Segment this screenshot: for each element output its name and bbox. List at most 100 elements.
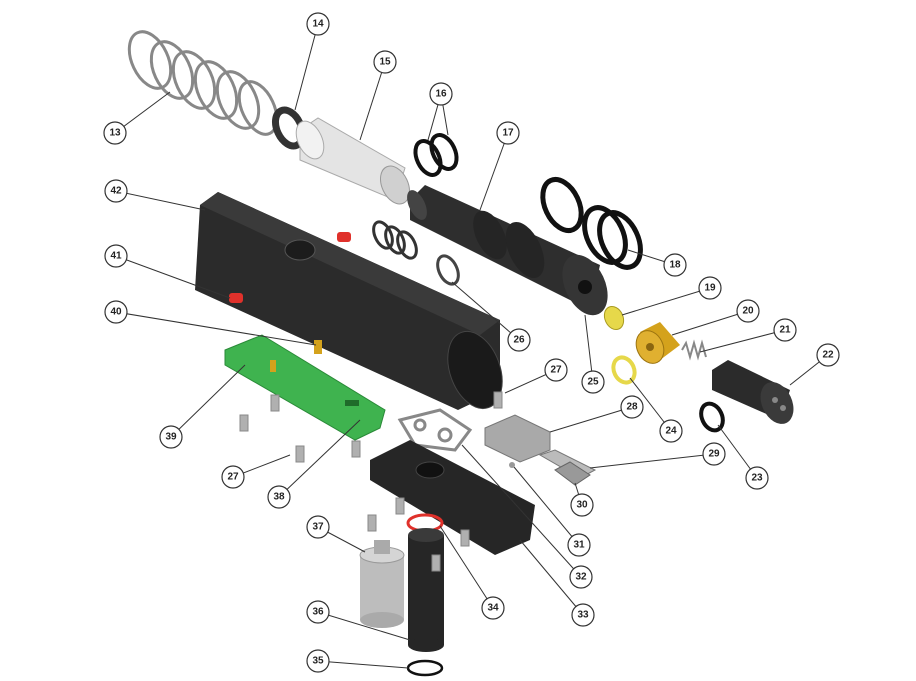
callout-circle xyxy=(571,603,595,627)
callout-39: 39 xyxy=(159,425,183,449)
callout-label: 13 xyxy=(109,128,121,139)
callout-label: 27 xyxy=(227,472,239,483)
leader-line xyxy=(439,525,494,609)
leader-line xyxy=(671,310,749,336)
leader-line xyxy=(278,419,361,498)
leader-line xyxy=(115,311,317,346)
callout-24: 24 xyxy=(659,419,683,443)
leader-line xyxy=(519,539,584,616)
callout-circle xyxy=(481,596,505,620)
callout-40: 40 xyxy=(104,300,128,324)
callout-label: 34 xyxy=(487,603,499,614)
part-lever-30 xyxy=(554,461,591,486)
callout-label: 28 xyxy=(626,402,638,413)
callout-label: 39 xyxy=(165,432,177,443)
callout-label: 24 xyxy=(665,426,677,437)
callout-label: 14 xyxy=(312,19,324,30)
callout-41: 41 xyxy=(104,244,128,268)
part-oring-35 xyxy=(406,659,444,677)
callout-15: 15 xyxy=(373,50,397,74)
callout-23: 23 xyxy=(745,466,769,490)
callout-circle xyxy=(659,419,683,443)
callout-13: 13 xyxy=(103,121,127,145)
callout-circle xyxy=(306,600,330,624)
callout-circle xyxy=(569,565,593,589)
leader-line xyxy=(359,61,386,141)
callout-label: 35 xyxy=(312,656,324,667)
callout-25: 25 xyxy=(581,370,605,394)
callout-27: 27 xyxy=(544,358,568,382)
callout-circle xyxy=(698,276,722,300)
part-orings-16 xyxy=(413,133,459,177)
callout-circle xyxy=(267,485,291,509)
callout-circle xyxy=(306,12,330,36)
callouts: 1314151617181920212223242526272829303132… xyxy=(103,12,840,673)
callout-label: 32 xyxy=(575,572,587,583)
callout-label: 23 xyxy=(751,473,763,484)
callout-26: 26 xyxy=(507,328,531,352)
leader-line xyxy=(513,466,580,546)
callout-circle xyxy=(221,465,245,489)
callout-circle xyxy=(103,121,127,145)
leader-line xyxy=(317,611,411,641)
part-spring-13 xyxy=(127,30,279,136)
callout-label: 19 xyxy=(704,283,716,294)
leader-line xyxy=(115,190,206,211)
callout-20: 20 xyxy=(736,299,760,323)
callout-circle xyxy=(373,50,397,74)
leader-line xyxy=(549,406,633,433)
part-base-33 xyxy=(370,440,535,555)
part-connector-40 xyxy=(314,340,322,354)
callout-19: 19 xyxy=(698,276,722,300)
callout-label: 22 xyxy=(822,350,834,361)
leader-line xyxy=(461,444,582,578)
callout-38: 38 xyxy=(267,485,291,509)
callout-35: 35 xyxy=(306,649,330,673)
leader-line xyxy=(621,287,711,316)
part-housing-42 xyxy=(195,192,503,410)
callout-circle xyxy=(773,318,797,342)
callout-circle xyxy=(620,395,644,419)
part-screws-27 xyxy=(239,391,503,572)
part-ball-31 xyxy=(509,462,515,468)
part-red-pin xyxy=(337,232,351,242)
callout-34: 34 xyxy=(481,596,505,620)
callout-circle xyxy=(567,533,591,557)
callout-14: 14 xyxy=(306,12,330,36)
part-ring-24 xyxy=(611,355,637,385)
callout-label: 36 xyxy=(312,607,324,618)
part-seal-19 xyxy=(603,305,625,331)
callout-label: 38 xyxy=(273,492,285,503)
callout-label: 20 xyxy=(742,306,754,317)
callout-label: 29 xyxy=(708,449,720,460)
part-spring-21 xyxy=(681,339,707,361)
callout-31: 31 xyxy=(567,533,591,557)
callout-30: 30 xyxy=(570,493,594,517)
callout-circle xyxy=(581,370,605,394)
callout-22: 22 xyxy=(816,343,840,367)
callout-circle xyxy=(702,442,726,466)
callout-circle xyxy=(306,515,330,539)
callout-label: 41 xyxy=(110,251,122,262)
callout-circle xyxy=(104,244,128,268)
part-oring-23 xyxy=(699,401,725,433)
part-gasket-32 xyxy=(397,408,473,452)
callout-label: 30 xyxy=(576,500,588,511)
callout-circle xyxy=(570,493,594,517)
callout-33: 33 xyxy=(571,603,595,627)
part-block-28 xyxy=(484,414,551,463)
leader-line xyxy=(294,23,319,111)
callout-label: 33 xyxy=(577,610,589,621)
callout-17: 17 xyxy=(496,121,520,145)
callout-circle xyxy=(104,300,128,324)
callout-circle xyxy=(507,328,531,352)
part-valve-body-17 xyxy=(407,185,608,316)
leader-line xyxy=(451,281,520,341)
leader-line xyxy=(589,453,715,469)
callout-42: 42 xyxy=(104,179,128,203)
callout-36: 36 xyxy=(306,600,330,624)
callout-21: 21 xyxy=(773,318,797,342)
leader-line xyxy=(170,364,246,438)
part-cylinder-37 xyxy=(359,540,405,628)
leader-lines xyxy=(114,23,829,669)
